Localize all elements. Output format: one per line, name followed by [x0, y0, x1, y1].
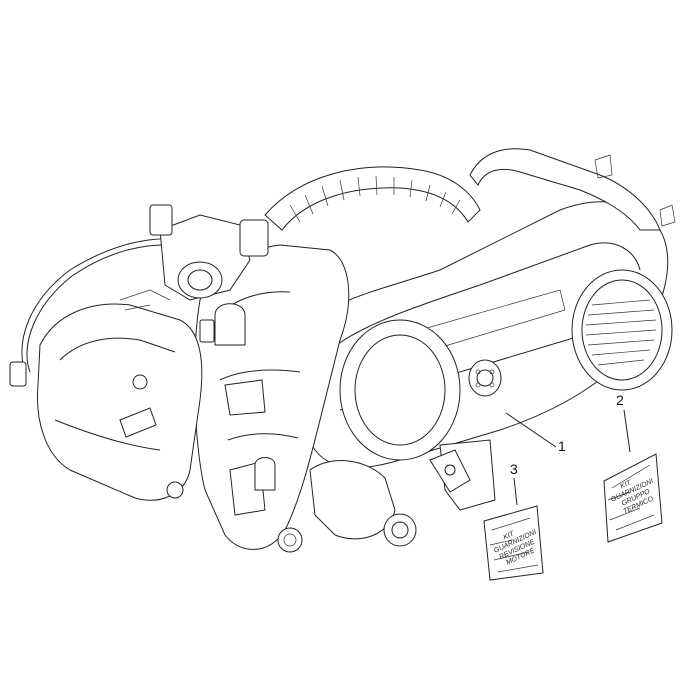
leader-line-2	[623, 409, 631, 453]
gasket-kit-2-bag: KIT GUARNIZIONI GRUPPO TERMICO	[603, 453, 663, 543]
fan-cover	[571, 269, 673, 391]
callout-1: 1	[558, 438, 566, 454]
cylinder-head	[37, 303, 203, 501]
leader-line-1	[505, 412, 557, 448]
rear-bracket	[429, 449, 471, 493]
gasket-kit-3-bag: KIT GUARNIZIONI REVISIONE MOTORE	[483, 505, 544, 581]
callout-3: 3	[510, 461, 518, 477]
callout-2: 2	[616, 392, 624, 408]
leader-lines	[505, 409, 631, 506]
engine-assembly	[9, 148, 676, 553]
intake-hose	[264, 166, 481, 231]
leader-line-3	[513, 477, 518, 506]
wiring-harness	[9, 238, 186, 387]
clutch-cover	[339, 319, 502, 461]
kit-2-line-1: KIT	[619, 479, 632, 490]
kit-3-line-1: KIT	[502, 530, 515, 541]
throttle-body	[119, 204, 269, 346]
